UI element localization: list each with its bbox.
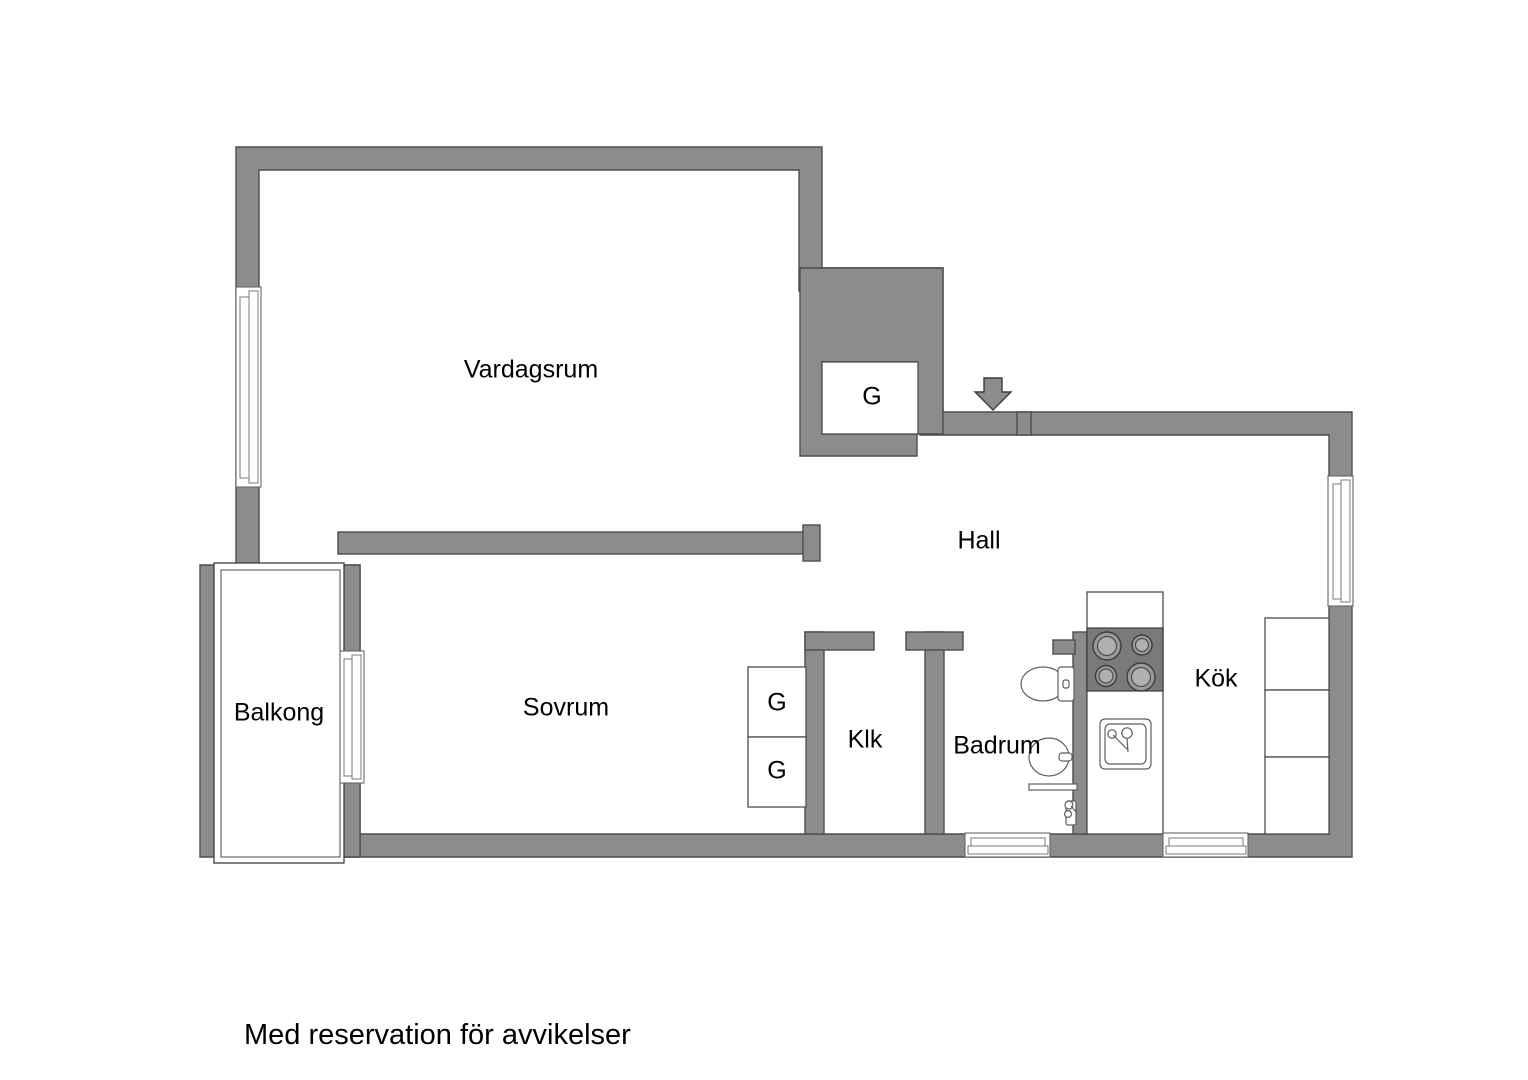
kitchen-counter-middle (1264, 689, 1330, 758)
bathroom-rail (1028, 783, 1078, 791)
door-jamb-badrum-right (1052, 639, 1076, 655)
door-jamb-living-bedroom (802, 524, 821, 562)
room-label-klk: Klk (848, 726, 883, 754)
windows-group (235, 286, 1354, 858)
window-living-west (235, 286, 262, 488)
room-label-sovrum: Sovrum (523, 694, 609, 722)
closet-hall-box (821, 361, 919, 435)
kitchen-counter-lower (1264, 756, 1330, 835)
kitchen-appliance-column (1086, 591, 1164, 835)
room-label-kok: Kök (1194, 665, 1238, 693)
stove-burner-large-1-inner (1096, 635, 1118, 657)
stove-burner-large-2-inner (1130, 666, 1152, 688)
room-label-balkong: Balkong (234, 699, 324, 727)
kitchen-faucet-valve-2 (1121, 727, 1133, 739)
shower-mixer-handle-1 (1064, 800, 1074, 810)
closet-sovrum-2-box (747, 736, 807, 808)
shower-mixer (1063, 800, 1077, 826)
toilet-flush-button (1062, 679, 1070, 689)
closet-label-sovrum-1: G (767, 689, 786, 717)
wall-badrum-left (924, 631, 945, 835)
window-bedroom-west (339, 650, 365, 784)
wall-klk-left (804, 631, 825, 835)
window-kitchen-south (1162, 832, 1249, 858)
disclaimer-caption: Med reservation för avvikelser (244, 1019, 631, 1051)
closet-labels-group: G G G (767, 383, 881, 785)
wash-basin-drain (1058, 752, 1073, 762)
window-hall-east (1327, 475, 1354, 607)
wall-living-bedroom-divider (337, 531, 811, 555)
stove-burner-small-2-inner (1098, 668, 1114, 684)
closets-group (747, 361, 919, 808)
closet-sovrum-1-box (747, 666, 807, 738)
room-label-hall: Hall (957, 527, 1000, 555)
kitchen-faucet-spout (1112, 734, 1129, 751)
wall-entry-stub-right (1016, 411, 1032, 436)
door-jamb-badrum-top (905, 631, 964, 651)
stove-burner-small-1-inner (1134, 637, 1150, 653)
balcony-outline-group (213, 562, 345, 864)
shower-mixer-pipe (1070, 805, 1077, 813)
entrance-door-arrow (973, 377, 1013, 411)
kitchen-counter-upper (1264, 617, 1330, 691)
room-label-badrum: Badrum (953, 732, 1041, 760)
bathroom-fixtures-group (1020, 666, 1078, 826)
shower-mixer-handle-2 (1063, 809, 1072, 818)
kitchen-faucet-spout-2 (1126, 737, 1129, 753)
closet-label-hall: G (862, 383, 881, 411)
balcony-inner-outline (220, 569, 341, 858)
room-labels-group: Vardagsrum Hall Balkong Sovrum Klk Badru… (234, 356, 1238, 760)
window-bath-south (964, 832, 1051, 858)
room-label-vardagsrum: Vardagsrum (464, 356, 598, 384)
closet-label-sovrum-2: G (767, 757, 786, 785)
kitchen-counters-group (1264, 617, 1330, 835)
door-jamb-klk-top (804, 631, 875, 651)
